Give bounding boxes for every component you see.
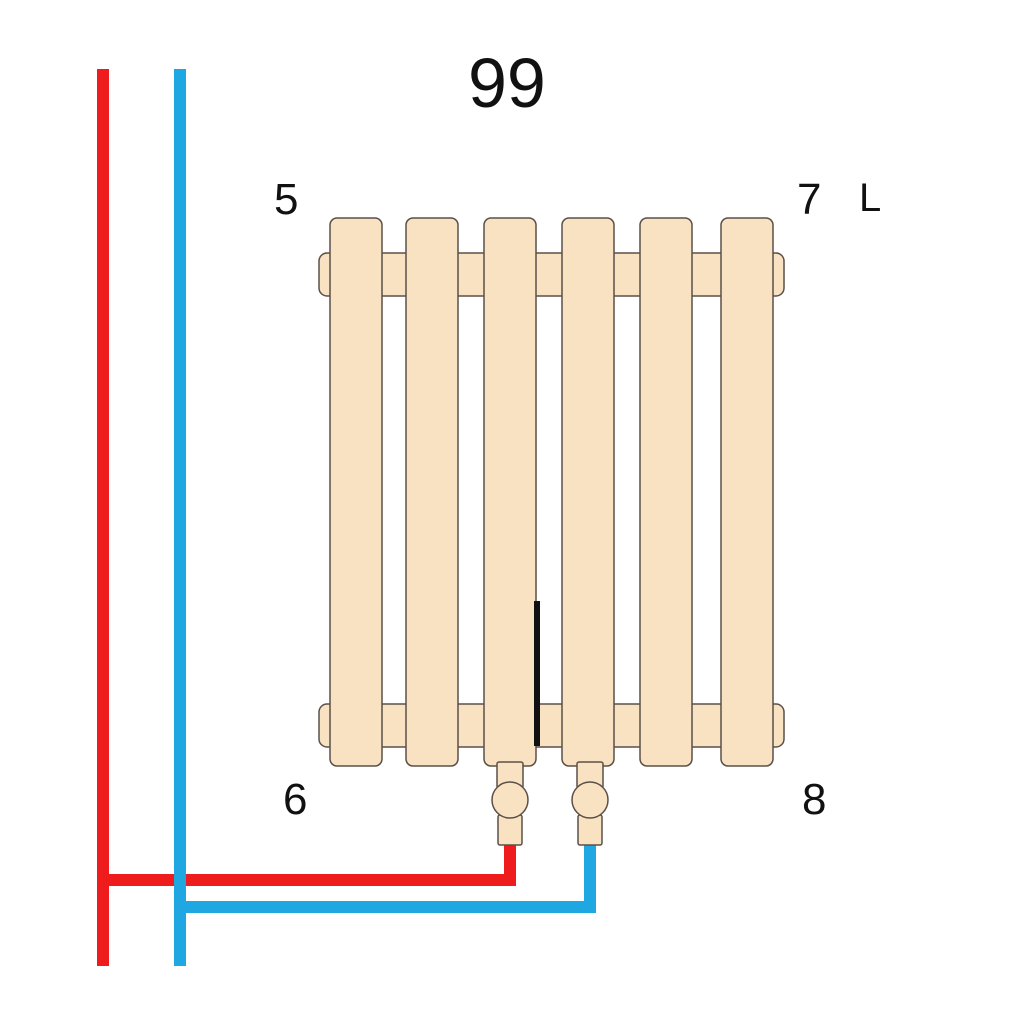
radiator-section [639, 217, 693, 767]
return-pipe [174, 69, 596, 966]
label-bottom-left: 6 [283, 775, 308, 824]
radiator-sections [329, 217, 774, 767]
return-valve [571, 761, 609, 846]
valves [491, 761, 609, 846]
label-bottom-right: 8 [802, 775, 827, 824]
diagram-title: 99 [468, 44, 546, 122]
return-branch [180, 845, 596, 913]
radiator-section [483, 217, 537, 767]
supply-pipe [97, 69, 516, 966]
radiator-section [405, 217, 459, 767]
top-collector [318, 252, 785, 297]
supply-valve [491, 761, 529, 846]
radiator-section [720, 217, 774, 767]
supply-branch [103, 845, 516, 886]
radiator-section [329, 217, 383, 767]
bottom-collector [318, 703, 785, 748]
label-side: L [859, 176, 882, 220]
radiator-section [561, 217, 615, 767]
label-top-right: 7 [797, 175, 822, 224]
label-top-left: 5 [274, 175, 299, 224]
radiator [318, 217, 785, 767]
